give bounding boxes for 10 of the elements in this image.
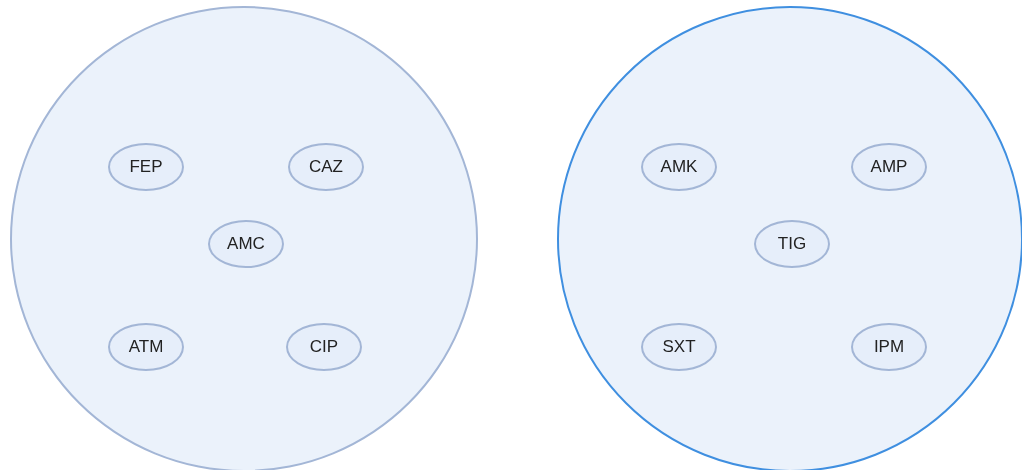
label-ellipse: SXT [641,323,717,371]
label-ellipse: FEP [108,143,184,191]
label-ellipse: ATM [108,323,184,371]
label-ellipse: AMP [851,143,927,191]
label-ellipse: IPM [851,323,927,371]
label-ellipse: TIG [754,220,830,268]
label-ellipse: AMC [208,220,284,268]
label-ellipse: CIP [286,323,362,371]
label-ellipse: CAZ [288,143,364,191]
label-ellipse: AMK [641,143,717,191]
